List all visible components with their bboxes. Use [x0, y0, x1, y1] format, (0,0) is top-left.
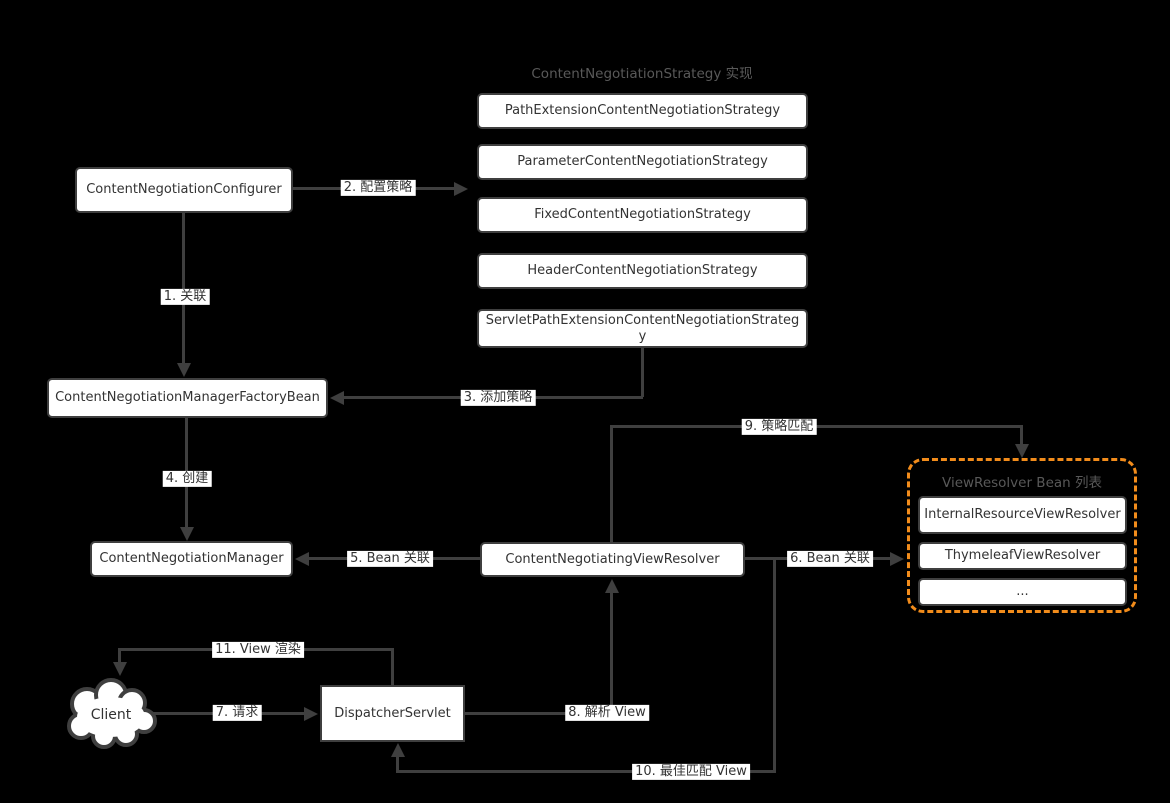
edge-5-arrowhead [295, 552, 309, 566]
edge-6-label: 6. Bean 关联 [787, 550, 873, 568]
node-parameter-strategy: ParameterContentNegotiationStrategy [477, 144, 808, 180]
edge-11-line-vertical-right [391, 650, 394, 685]
edge-11-label: 11. View 渲染 [212, 641, 304, 659]
node-content-negotiating-view-resolver: ContentNegotiatingViewResolver [480, 542, 745, 577]
edge-5-label: 5. Bean 关联 [347, 550, 433, 568]
edge-1-line [182, 213, 185, 363]
edge-7-arrowhead [304, 707, 318, 721]
edge-3-label: 3. 添加策略 [460, 389, 536, 407]
edge-11-line-vertical-left [118, 648, 121, 664]
node-servlet-path-extension-strategy: ServletPathExtensionContentNegotiationSt… [477, 309, 808, 348]
edge-6-arrowhead [890, 552, 904, 566]
edge-10-arrowhead [391, 743, 405, 757]
node-fixed-strategy: FixedContentNegotiationStrategy [477, 197, 808, 233]
edge-4-label: 4. 创建 [162, 470, 212, 488]
edge-3-arrowhead [330, 391, 344, 405]
node-manager-factory-bean: ContentNegotiationManagerFactoryBean [47, 378, 328, 418]
edge-4-arrowhead [180, 527, 194, 541]
edge-10-label: 10. 最佳匹配 View [632, 763, 750, 781]
edge-9-arrowhead [1015, 444, 1029, 458]
edge-10-line-vertical-right [773, 559, 776, 772]
node-dispatcher-servlet: DispatcherServlet [320, 685, 465, 742]
edge-8-label: 8. 解析 View [565, 704, 649, 722]
edge-2-arrowhead [454, 182, 468, 196]
node-content-negotiation-configurer: ContentNegotiationConfigurer [75, 167, 293, 213]
edge-10-line-vertical-left [396, 755, 399, 772]
node-path-extension-strategy: PathExtensionContentNegotiationStrategy [477, 93, 808, 129]
strategy-group-title: ContentNegotiationStrategy 实现 [531, 66, 753, 82]
node-more-view-resolvers: ... [918, 578, 1127, 606]
edge-1-label: 1. 关联 [160, 288, 210, 306]
edge-9-label: 9. 策略匹配 [741, 418, 817, 436]
edge-1-arrowhead [177, 363, 191, 377]
edge-2-label: 2. 配置策略 [340, 179, 416, 197]
node-content-negotiation-manager: ContentNegotiationManager [90, 541, 293, 577]
edge-7-label: 7. 请求 [212, 704, 262, 722]
edge-11-arrowhead [113, 662, 127, 676]
node-header-strategy: HeaderContentNegotiationStrategy [477, 253, 808, 289]
edge-9-line-vertical-right [1020, 425, 1023, 445]
viewresolver-group-title: ViewResolver Bean 列表 [942, 475, 1102, 491]
node-client-label: Client [90, 707, 132, 723]
edge-9-line-vertical-left [610, 427, 613, 542]
edge-8-arrowhead [605, 579, 619, 593]
node-internal-resource-view-resolver: InternalResourceViewResolver [918, 496, 1127, 534]
node-thymeleaf-view-resolver: ThymeleafViewResolver [918, 542, 1127, 570]
edge-8-line-vertical [610, 593, 613, 715]
edge-8-line-horizontal [465, 712, 615, 715]
edge-3-line-vertical [641, 346, 644, 397]
edge-10-line-horizontal [396, 770, 776, 773]
client-cloud-shape [67, 678, 157, 749]
